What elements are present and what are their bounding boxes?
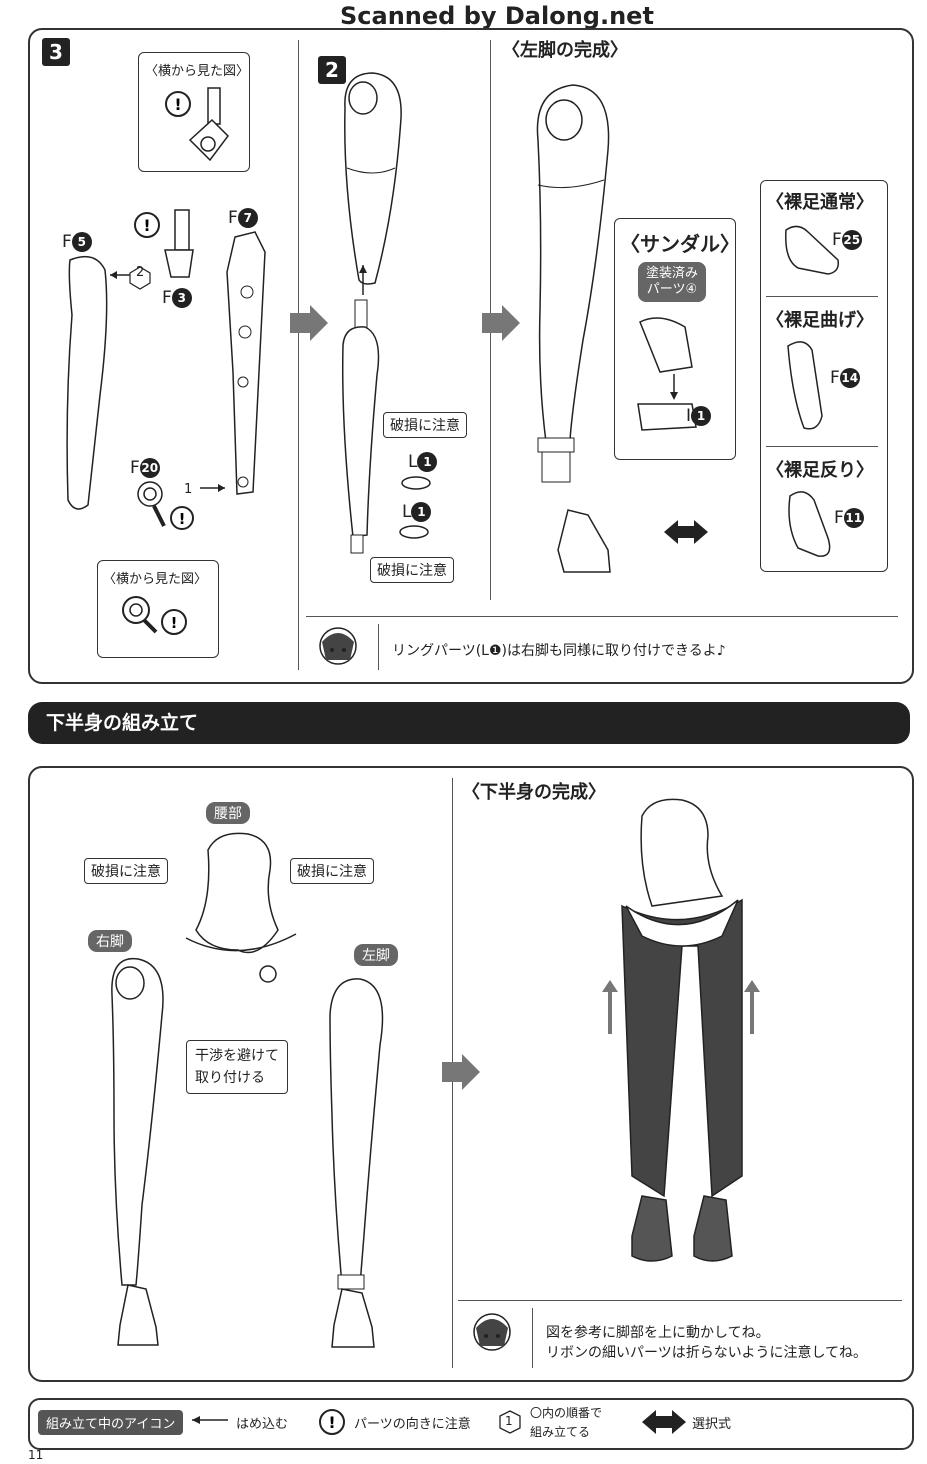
svg-text:!: !	[179, 510, 186, 528]
choice-icon-top	[664, 520, 708, 544]
legend-order-line-1: 〇内の順番で	[530, 1406, 603, 1420]
step-number-2: 2	[318, 56, 346, 84]
svg-text:!: !	[328, 1413, 335, 1432]
legend-order-number: 1	[505, 1414, 513, 1428]
legend-insert-label: はめ込む	[236, 1417, 289, 1432]
side-view-ring-drawing: !	[122, 596, 187, 635]
barefoot-bent-icon	[787, 341, 823, 430]
barefoot-box	[760, 180, 888, 572]
ring-drawing-bottom	[399, 525, 429, 539]
watermark: Scanned by Dalong.net	[340, 2, 654, 30]
choice-icon-legend	[642, 1410, 686, 1434]
barefoot-divider-2	[766, 446, 878, 447]
next-step-arrow-2	[482, 305, 520, 341]
thigh-drawing	[344, 72, 402, 285]
svg-text:!: !	[171, 614, 178, 632]
order-number-icon	[499, 1410, 521, 1434]
waist-drawing	[185, 832, 297, 983]
right-leg-drawing	[111, 957, 164, 1346]
sandal-title: 〈サンダル〉	[620, 232, 740, 256]
order-1-marker: 1	[184, 482, 193, 497]
caution-label-step2-bottom: 破損に注意	[370, 557, 454, 583]
lower-body-complete-title: 〈下半身の完成〉	[462, 782, 606, 803]
leg-shell-f5	[66, 255, 108, 510]
note-divider-vertical-top	[378, 624, 379, 670]
up-arrow-left	[602, 980, 618, 1034]
left-leg-complete-drawing	[536, 84, 611, 573]
left-leg-complete-title: 〈左脚の完成〉	[502, 40, 628, 61]
next-step-arrow-3	[442, 1054, 480, 1090]
side-view-box-top	[138, 52, 250, 172]
barefoot-normal-title: 〈裸足通常〉	[766, 192, 874, 213]
frame-part-f7	[226, 231, 266, 495]
barefoot-divider-1	[766, 296, 878, 297]
side-view-part-drawing: !	[165, 87, 229, 162]
panel-divider-1	[298, 40, 299, 670]
barefoot-bent-title: 〈裸足曲げ〉	[766, 310, 874, 331]
page-number: 11	[28, 1448, 44, 1462]
side-view-label-bottom: 〈横から見た図〉	[103, 572, 208, 587]
side-view-box-bottom	[97, 560, 219, 658]
sandal-drawing	[637, 317, 697, 431]
section-bar-lower-body: 下半身の組み立て	[28, 702, 910, 744]
legend-title: 組み立て中のアイコン	[38, 1410, 184, 1435]
avoid-interference-box: 干渉を避けて 取り付ける	[186, 1040, 288, 1094]
up-arrow-right	[744, 980, 760, 1034]
character-avatar-bottom	[473, 1313, 511, 1351]
note-divider-vertical-bottom	[532, 1308, 533, 1368]
side-view-label-top: 〈横から見た図〉	[145, 64, 250, 79]
waist-badge: 腰部	[206, 802, 250, 824]
shin-drawing	[341, 265, 380, 554]
svg-text:!: !	[143, 216, 150, 235]
barefoot-arched-icon	[788, 491, 831, 557]
avoid-line-1: 干渉を避けて	[195, 1048, 279, 1064]
barefoot-arched-title: 〈裸足反り〉	[766, 460, 874, 481]
note-divider-top	[306, 616, 898, 617]
ring-drawing-top	[401, 476, 431, 490]
right-leg-badge: 右脚	[88, 930, 132, 952]
legend-direction-label: パーツの向きに注意	[354, 1417, 471, 1432]
order-2-marker: 2	[136, 265, 145, 280]
caution-label-left: 破損に注意	[84, 858, 168, 884]
insert-arrow-icon	[192, 1416, 228, 1424]
avoid-line-2: 取り付ける	[195, 1070, 265, 1086]
next-step-arrow-1	[290, 305, 328, 341]
left-leg-badge: 左脚	[354, 944, 398, 966]
lower-note-line-2: リボンの細いパーツは折らないように注意してね。	[546, 1345, 868, 1361]
legend-order-line-2: 組み立てる	[530, 1425, 591, 1439]
caution-label-right: 破損に注意	[290, 858, 374, 884]
ankle-part-f20: !	[137, 481, 225, 530]
barefoot-normal-icon	[785, 225, 840, 275]
note-divider-bottom	[458, 1300, 902, 1301]
left-leg-drawing	[329, 978, 384, 1348]
caution-icon: !	[319, 1409, 345, 1435]
step-number-3: 3	[42, 38, 70, 66]
character-avatar-top	[319, 627, 357, 665]
lower-body-complete-drawing	[621, 798, 743, 1262]
legend-choice-label: 選択式	[692, 1417, 732, 1432]
ring-part-note: リングパーツ(L❶)は右脚も同様に取り付けできるよ♪	[392, 643, 726, 659]
svg-text:!: !	[174, 95, 181, 114]
caution-label-step2-top: 破損に注意	[383, 412, 467, 438]
knee-joint-f3: !	[110, 209, 194, 290]
painted-part-badge: 塗装済みパーツ④	[638, 262, 707, 302]
lower-note-line-1: 図を参考に脚部を上に動かしてね。	[546, 1325, 770, 1341]
